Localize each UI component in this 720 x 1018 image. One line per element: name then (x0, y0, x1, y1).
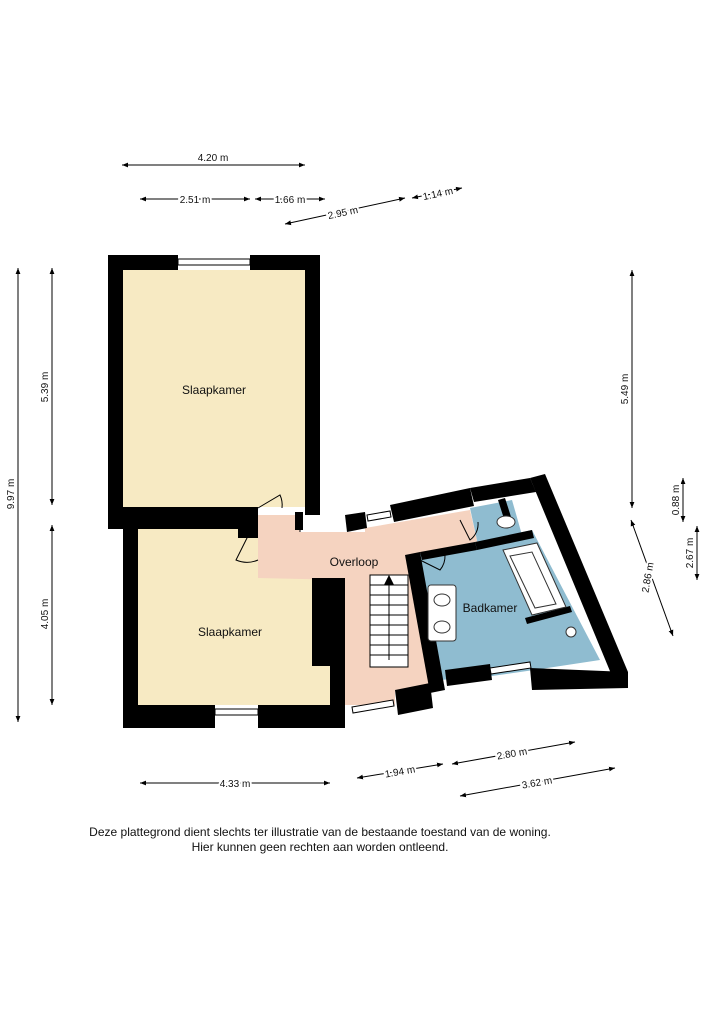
toilet (496, 515, 516, 529)
doors (235, 494, 479, 571)
dim-label-right-small: 0.88 m (671, 485, 682, 516)
dim-line-bottom-diag-a (451, 740, 576, 766)
dim-label-bottom-left: 4.33 m (220, 779, 251, 790)
bathtub (502, 542, 567, 616)
disclaimer-line-2: Hier kunnen geen rechten aan worden ontl… (191, 840, 449, 854)
dim-label-top-mid: 1.66 m (275, 195, 306, 206)
dim-label-right-upper: 5.49 m (620, 374, 631, 405)
dim-label-right-diag-a: 2.86 m (640, 562, 656, 594)
dim-label-right-diag-b: 2.67 m (685, 538, 696, 569)
dim-label-left-upper: 5.39 m (40, 372, 51, 403)
dim-label-top-diag-small: 1.14 m (422, 186, 454, 203)
bedroom-top-fill (123, 270, 305, 507)
dim-label-top-left: 2.51 m (180, 195, 211, 206)
dim-label-bottom-diag-a: 2.80 m (496, 746, 528, 762)
bathroom-fill (408, 530, 600, 680)
staircase (369, 574, 409, 668)
bedroom-bottom-fill (138, 528, 330, 705)
dim-label-left-lower: 4.05 m (40, 599, 51, 630)
dim-line-bottom-mid (356, 762, 444, 780)
dim-line-bottom-diag-b (459, 766, 616, 798)
disclaimer: Deze plattegrond dient slechts ter illus… (0, 825, 640, 855)
room-label-slaapkamer-bottom: Slaapkamer (198, 625, 262, 639)
room-label-overloop: Overloop (330, 555, 379, 569)
landing-fill (258, 510, 478, 705)
dim-line-top-diag-small (411, 186, 463, 200)
dim-line-right-diag-a (630, 519, 674, 637)
bathroom-fixtures (427, 515, 577, 642)
room-label-slaapkamer-top: Slaapkamer (182, 383, 246, 397)
shower-drain (565, 626, 577, 638)
dim-label-bottom-diag-b: 3.62 m (521, 775, 553, 791)
dim-line-top-diag (284, 196, 406, 226)
dim-label-top-diag: 2.95 m (327, 205, 359, 222)
dim-label-top-width: 4.20 m (198, 153, 229, 164)
double-sink (427, 584, 457, 642)
dim-label-left-total: 9.97 m (6, 479, 17, 510)
room-label-badkamer: Badkamer (463, 601, 518, 615)
walls (108, 255, 628, 728)
disclaimer-line-1: Deze plattegrond dient slechts ter illus… (89, 825, 551, 839)
windows (177, 258, 532, 716)
dim-label-bottom-mid: 1.94 m (384, 764, 416, 780)
